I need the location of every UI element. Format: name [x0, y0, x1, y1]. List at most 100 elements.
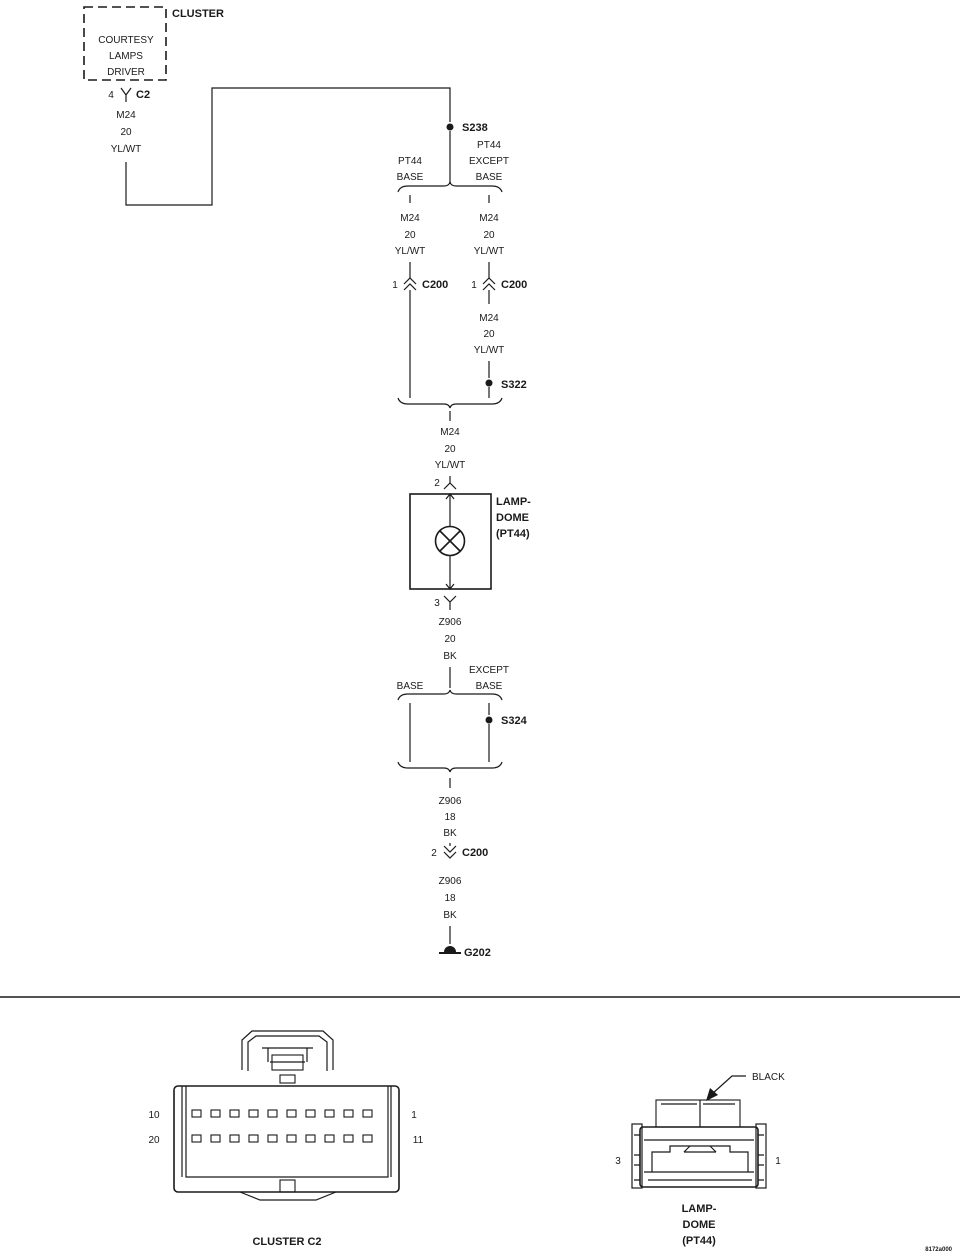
lamp-view-title-2: DOME	[683, 1219, 716, 1231]
c2-pin-cavity	[210, 1109, 221, 1118]
wire-cluster-to-s238	[125, 87, 451, 206]
svg-text:BK: BK	[443, 828, 457, 839]
splice-s238	[446, 123, 454, 131]
connector-symbol-c2	[120, 87, 132, 102]
svg-text:BASE: BASE	[476, 681, 503, 692]
splice-s324	[485, 716, 493, 724]
cluster-connector-name: C2	[136, 89, 150, 101]
svg-text:M24: M24	[400, 213, 420, 224]
c2-pin-cavity	[362, 1109, 373, 1118]
splice-s324-label: S324	[501, 715, 528, 727]
driver-line-3: DRIVER	[107, 67, 145, 78]
c2-pin-cavity	[248, 1134, 259, 1143]
connector-cluster-c2: 4 C2	[108, 87, 150, 102]
c2-pin-label-10: 10	[148, 1110, 160, 1121]
c2-pin-cavity	[191, 1109, 202, 1118]
svg-text:Z906: Z906	[439, 796, 462, 807]
connector-symbol-c200-left	[403, 277, 417, 291]
svg-text:20: 20	[483, 230, 495, 241]
c200-left-label: C200	[422, 279, 448, 291]
connector-symbol-lamp-bottom	[443, 595, 457, 610]
svg-text:EXCEPT: EXCEPT	[469, 156, 509, 167]
c200-right-label: C200	[501, 279, 527, 291]
branch-bracket-top	[397, 181, 503, 193]
svg-text:18: 18	[444, 812, 456, 823]
wire-label-z906-18-lower: Z906 18 BK	[439, 876, 462, 921]
wire-label-right-lower: M24 20 YL/WT	[474, 313, 505, 356]
cluster-module: CLUSTER COURTESY LAMPS DRIVER	[83, 6, 224, 81]
merge-bracket-bottom	[397, 761, 503, 773]
wire-label-z906-18-upper: Z906 18 BK	[439, 796, 462, 839]
c2-pin-cavity	[343, 1109, 354, 1118]
lamp-view-callout: BLACK	[752, 1072, 785, 1083]
ground-icon	[439, 946, 461, 954]
lamp-dome: LAMP- DOME (PT44)	[409, 493, 531, 590]
cluster-c2-title: CLUSTER C2	[252, 1236, 321, 1248]
lamp-view-title-3: (PT44)	[682, 1235, 716, 1247]
lamp-title-3: (PT44)	[496, 528, 530, 540]
c200-left-pin: 1	[392, 280, 398, 291]
svg-text:YL/WT: YL/WT	[474, 246, 505, 257]
driver-line-1: COURTESY	[98, 35, 154, 46]
cluster-title: CLUSTER	[172, 8, 224, 20]
wire-label-merged: M24 20 YL/WT	[435, 427, 466, 471]
branch-bracket-bottom	[397, 689, 503, 701]
svg-text:Z906: Z906	[439, 617, 462, 628]
svg-text:M24: M24	[479, 313, 499, 324]
c2-pin-cavity	[286, 1134, 297, 1143]
c2-pin-cavity	[286, 1109, 297, 1118]
connector-symbol-lamp-top	[443, 476, 457, 490]
svg-text:20: 20	[483, 329, 495, 340]
lamp-title-1: LAMP-	[496, 496, 531, 508]
branch-top-labels: PT44 BASE PT44 EXCEPT BASE	[397, 140, 509, 183]
splice-s322-label: S322	[501, 379, 527, 391]
c2-pin-cavity	[362, 1134, 373, 1143]
c2-pin-cavity	[229, 1109, 240, 1118]
c2-pin-cavity	[267, 1109, 278, 1118]
svg-text:20: 20	[404, 230, 416, 241]
svg-text:EXCEPT: EXCEPT	[469, 665, 509, 676]
cluster-c2-pin-grid	[191, 1109, 373, 1143]
cluster-pin: 4	[108, 90, 114, 101]
figure-id: 8172a000	[925, 1247, 952, 1253]
driver-line-2: LAMPS	[109, 51, 143, 62]
wire-label-cluster: M24 20 YL/WT	[111, 110, 142, 155]
svg-text:YL/WT: YL/WT	[111, 144, 142, 155]
c200-bottom-pin: 2	[431, 848, 437, 859]
svg-text:20: 20	[444, 634, 456, 645]
svg-text:YL/WT: YL/WT	[435, 460, 466, 471]
ground-label: G202	[464, 947, 491, 959]
svg-text:20: 20	[120, 127, 132, 138]
c2-pin-cavity	[229, 1134, 240, 1143]
lamp-dome-connector-view: BLACK 3 1 LAMP- DOME (PT44)	[615, 1072, 785, 1247]
c2-pin-cavity	[305, 1109, 316, 1118]
lamp-title-2: DOME	[496, 512, 529, 524]
c2-pin-cavity	[343, 1134, 354, 1143]
svg-text:M24: M24	[440, 427, 460, 438]
svg-text:BASE: BASE	[397, 172, 424, 183]
lamp-bulb-icon	[434, 525, 466, 557]
svg-text:PT44: PT44	[477, 140, 501, 151]
c2-pin-cavity	[267, 1134, 278, 1143]
c2-pin-cavity	[210, 1134, 221, 1143]
wire-label-z906-20: Z906 20 BK	[439, 617, 462, 662]
svg-text:BASE: BASE	[476, 172, 503, 183]
c2-pin-cavity	[324, 1134, 335, 1143]
lamp-pin-top: 2	[434, 478, 440, 489]
svg-text:20: 20	[444, 444, 456, 455]
lamp-view-pin-1: 1	[775, 1156, 781, 1167]
cluster-c2-connector-view: 10 1 20 11 CLUSTER C2	[148, 1030, 424, 1248]
c2-pin-cavity	[248, 1109, 259, 1118]
svg-text:PT44: PT44	[398, 156, 422, 167]
splice-s322	[485, 379, 493, 387]
connector-symbol-c200-right	[482, 277, 496, 291]
branch-bottom-labels: BASE EXCEPT BASE	[397, 665, 509, 692]
wire-label-right: M24 20 YL/WT	[474, 213, 505, 257]
lamp-view-title-1: LAMP-	[682, 1203, 717, 1215]
svg-text:YL/WT: YL/WT	[474, 345, 505, 356]
svg-text:M24: M24	[479, 213, 499, 224]
splice-s238-label: S238	[462, 122, 488, 134]
c2-pin-label-20: 20	[148, 1135, 160, 1146]
black-callout-arrow-icon	[706, 1088, 718, 1101]
